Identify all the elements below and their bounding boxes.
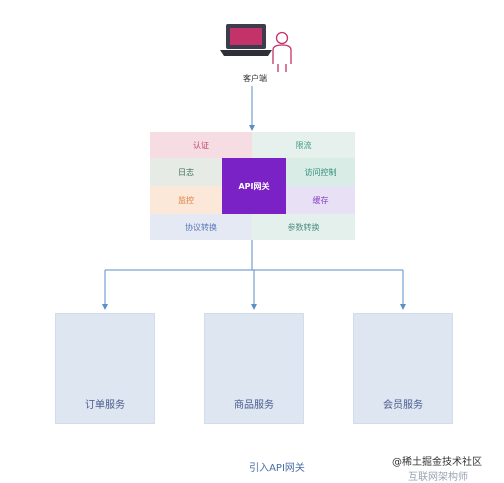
cell-access-control: 访问控制: [286, 158, 355, 186]
client-icon: [220, 24, 292, 72]
service-member-label: 会员服务: [383, 400, 423, 411]
service-product-label: 商品服务: [234, 400, 274, 411]
service-order-label: 订单服务: [85, 400, 125, 411]
client-label: 客户端: [243, 74, 267, 83]
diagram-caption: 引入API网关: [249, 463, 305, 474]
person-icon: [272, 31, 292, 72]
watermark-sub: 互联网架构师: [408, 472, 468, 483]
cell-protocol-conversion: 协议转换: [150, 214, 252, 240]
gateway-center: API网关: [222, 158, 286, 214]
service-member: 会员服务: [353, 313, 453, 424]
cell-cache: 缓存: [286, 186, 355, 214]
cell-auth: 认证: [150, 132, 252, 158]
service-order: 订单服务: [55, 313, 155, 424]
service-product: 商品服务: [204, 313, 304, 424]
cell-param-conversion: 参数转换: [252, 214, 355, 240]
cell-logging: 日志: [150, 158, 222, 186]
cell-rate-limit: 限流: [252, 132, 355, 158]
watermark: @稀土掘金技术社区: [392, 457, 482, 468]
cell-monitor: 监控: [150, 186, 222, 214]
